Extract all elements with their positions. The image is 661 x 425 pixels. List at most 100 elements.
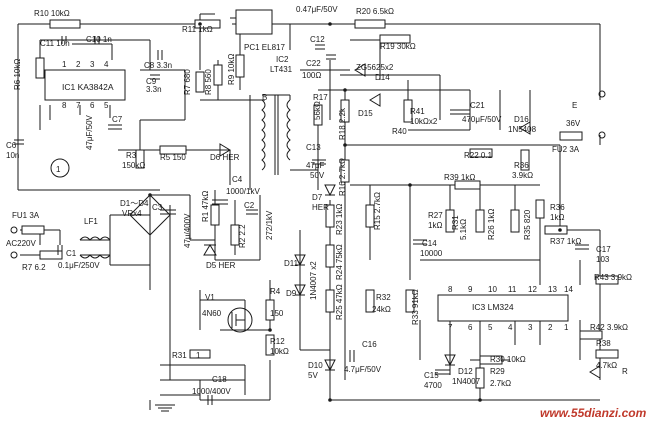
d11-diode [294, 254, 306, 267]
r11-body [194, 19, 221, 29]
ic1-pin-8: 8 [62, 101, 67, 110]
label-r12-value: 10kΩ [270, 347, 289, 356]
label-r18: R18 2.2k [338, 107, 347, 140]
ic3-pin-13: 13 [548, 285, 557, 294]
r36-body [520, 149, 530, 171]
label-c18-value: 1000/400V [192, 387, 231, 396]
r17-body [313, 104, 323, 126]
label-d10: D10 [308, 361, 323, 370]
label-r22: R22 0.1 [464, 151, 493, 160]
label-r37: R37 1kΩ [550, 237, 581, 246]
label-pc1: PC1 EL817 [244, 43, 285, 52]
label-r5: R5 150 [160, 153, 186, 162]
ic1-pin-2: 2 [76, 60, 81, 69]
ground-symbol [155, 404, 175, 412]
label-fu2: FU2 3A [552, 145, 580, 154]
label-r29: R29 [490, 367, 505, 376]
label-r16: R16 2.7kΩ [338, 158, 347, 196]
label-r35: R35 820 [523, 209, 532, 240]
ic3-pin-7: 7 [448, 323, 453, 332]
label-r26: R26 1kΩ [487, 209, 496, 240]
lf1-choke [79, 236, 111, 259]
label-ic3: IC3 LM324 [472, 302, 514, 312]
label-r11: R11 1kΩ [182, 25, 213, 34]
ic3-pin-4: 4 [508, 323, 513, 332]
label-c13-volt: 50V [310, 171, 325, 180]
components [10, 9, 619, 412]
pc1-body [235, 9, 273, 35]
d15-diode [369, 93, 381, 107]
label-c16: C16 [362, 340, 377, 349]
label-ic2-part: LT431 [270, 65, 293, 74]
component-labels: R10 10kΩ R11 1kΩ PC1 EL817 0.47μF/50V R2… [6, 5, 632, 396]
label-r31b-value: 1 [196, 351, 201, 360]
label-c4-value: 1000/1kV [226, 187, 260, 196]
ic1-pin-3: 3 [90, 60, 95, 69]
label-r40: R40 [392, 127, 407, 136]
label-r25: R25 47kΩ [335, 284, 344, 320]
ic3-pin-12: 12 [528, 285, 537, 294]
label-c9: C9 [146, 77, 157, 86]
wiring [17, 13, 601, 410]
label-r32: R32 [376, 293, 391, 302]
label-c18: C18 [212, 375, 227, 384]
label-ic2: IC2 [276, 55, 289, 64]
ic1-pin-1: 1 [62, 60, 67, 69]
fu2-body [559, 131, 583, 141]
label-r41-value: 10kΩx2 [410, 117, 438, 126]
label-r19: R19 30kΩ [380, 42, 416, 51]
label-c6: C6 [6, 141, 17, 150]
label-d6: D6 HER [210, 153, 240, 162]
label-r23: R23 1kΩ [335, 204, 344, 235]
label-led-r: R [622, 367, 628, 376]
d14-diode [354, 63, 366, 77]
label-ac220v: AC220V [6, 239, 36, 248]
label-d16: D16 [514, 115, 529, 124]
ic3-pin-11: 11 [508, 285, 517, 294]
r6-body [35, 57, 45, 79]
label-r1: R1 47kΩ [201, 191, 210, 222]
label-r38-value: 4.7kΩ [596, 361, 617, 370]
label-r31b: R31 [172, 351, 187, 360]
label-d14: D14 [375, 73, 390, 82]
label-r31-value: 5.1kΩ [459, 219, 468, 240]
label-c17: C17 [596, 245, 611, 254]
label-d12: D12 [458, 367, 473, 376]
label-1n4007x2: 1N4007 x2 [309, 261, 318, 300]
r18-body [340, 99, 350, 123]
label-r41: R41 [410, 107, 425, 116]
label-r4: R4 [270, 287, 281, 296]
label-c21-value: 470μF/50V [462, 115, 502, 124]
r33-body [405, 289, 415, 313]
r41-body [403, 99, 413, 123]
label-c1: C1 [66, 249, 77, 258]
ic3-body [437, 294, 569, 322]
label-r27: R27 [428, 211, 443, 220]
label-c3-value: 47μ/400V [183, 213, 192, 248]
label-lf1: LF1 [84, 217, 98, 226]
label-r24: R24 75kΩ [335, 244, 344, 280]
label-c22-value: 100Ω [302, 71, 321, 80]
label-r27-value: 1kΩ [428, 221, 442, 230]
r9-body [235, 54, 245, 78]
label-r2: R2 2.2 [238, 224, 247, 248]
label-fu1: FU1 3A [12, 211, 40, 220]
r31-body [445, 209, 455, 233]
label-r42: R42 3.9kΩ [590, 323, 628, 332]
label-r7r: R7 680 [183, 69, 192, 95]
label-r10: R10 10kΩ [34, 9, 70, 18]
r37-body [544, 225, 568, 235]
label-c13: C13 [306, 143, 321, 152]
label-r6: R6 10kΩ [13, 59, 22, 90]
d12-diode [444, 354, 456, 367]
r29-body [475, 367, 485, 389]
label-r15: R15 2.7kΩ [373, 192, 382, 230]
transformer-primary [261, 99, 266, 171]
label-e-value: 36V [566, 119, 581, 128]
r31b-body [189, 349, 211, 359]
label-e: E [572, 101, 577, 110]
r35-body [510, 209, 520, 233]
r7r-body [195, 71, 205, 93]
r20-body [354, 19, 386, 29]
